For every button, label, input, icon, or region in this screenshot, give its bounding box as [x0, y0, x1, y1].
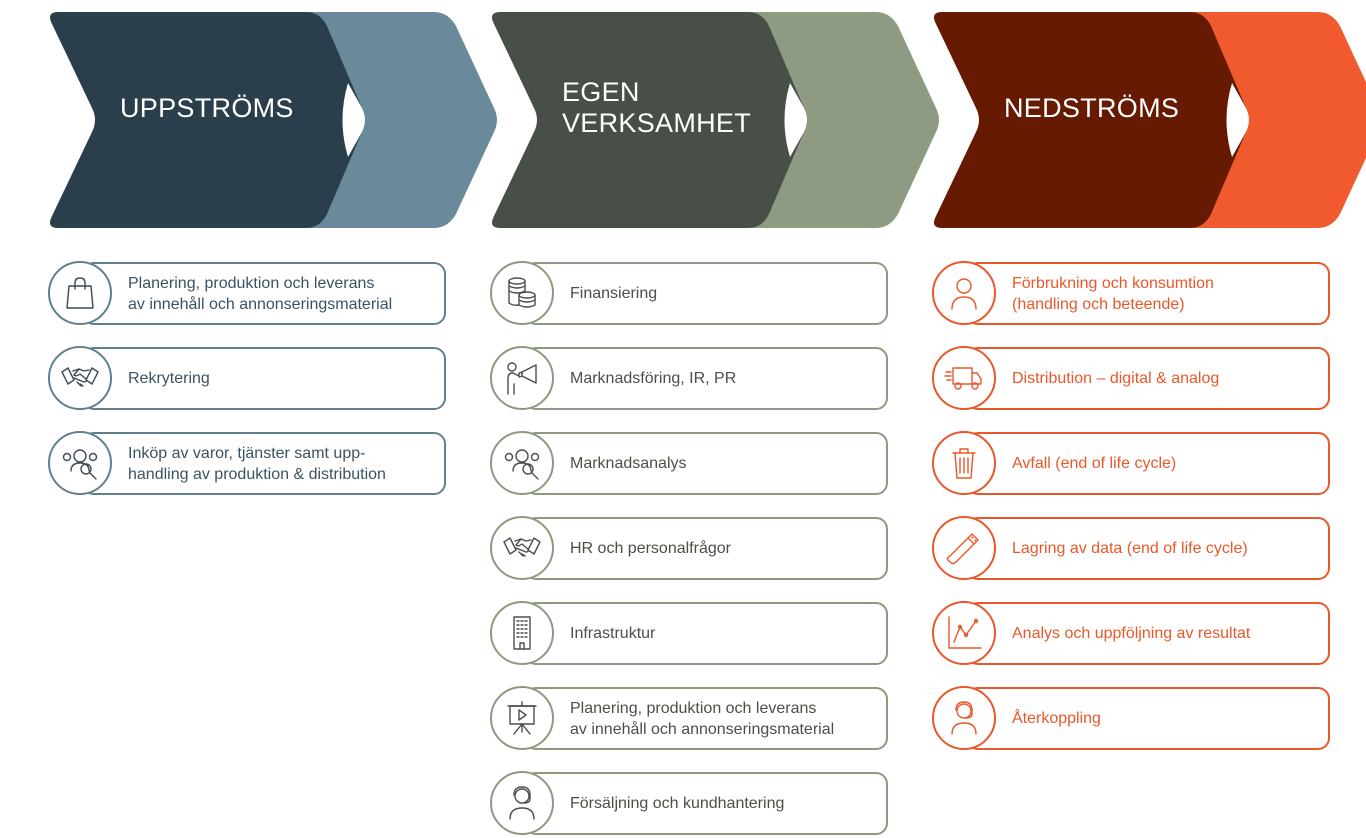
shopping-bag-icon	[66, 277, 94, 309]
list-item: Marknadsföring, IR, PR	[490, 346, 888, 410]
list-item: Återkoppling	[932, 686, 1330, 750]
upstream-title: UPPSTRÖMS	[120, 92, 294, 123]
item-label: Finansiering	[570, 285, 658, 302]
item-label: Distribution – digital & analog	[1012, 370, 1220, 387]
item-label: Infrastruktur	[570, 625, 656, 642]
icon-circle	[48, 261, 112, 325]
list-item: Rekrytering	[48, 346, 446, 410]
people-search-icon	[62, 449, 98, 480]
list-item: Lagring av data (end of life cycle)	[932, 516, 1330, 580]
megaphone-icon	[507, 362, 537, 395]
item-label: Planering, produktion och leverans av in…	[128, 274, 393, 313]
list-item: Avfall (end of life cycle)	[932, 431, 1330, 495]
headset-icon	[509, 786, 535, 820]
headset-icon	[951, 701, 977, 735]
icon-circle	[490, 261, 554, 325]
list-item: Planering, produktion och leverans av in…	[490, 686, 888, 750]
item-label: Rekrytering	[128, 370, 210, 387]
list-item: Förbrukning och konsumtion (handling och…	[932, 261, 1330, 325]
downstream-column: NEDSTRÖMS Förbrukning och konsumtion (ha…	[928, 0, 1366, 838]
own-operations-column: EGEN VERKSAMHET Finansiering Marknadsför…	[486, 0, 946, 838]
icon-circle	[48, 346, 112, 410]
list-item: Infrastruktur	[490, 601, 888, 665]
list-item: Analys och uppföljning av resultat	[932, 601, 1330, 665]
icon-circle	[48, 431, 112, 495]
handshake-icon	[503, 537, 541, 557]
item-label: Avfall (end of life cycle)	[1012, 455, 1177, 472]
upstream-chevron	[50, 12, 497, 228]
icon-circle	[932, 686, 996, 750]
line-chart-icon	[948, 616, 982, 649]
icon-circle	[932, 261, 996, 325]
people-search-icon	[504, 449, 540, 480]
item-label: Planering, produktion och leverans av in…	[570, 699, 835, 738]
item-label: Lagring av data (end of life cycle)	[1012, 540, 1248, 557]
coins-icon	[508, 277, 536, 308]
downstream-chevron	[934, 12, 1366, 228]
handshake-icon	[61, 367, 99, 387]
item-label: Analys och uppföljning av resultat	[1012, 625, 1251, 642]
item-label: Försäljning och kundhantering	[570, 795, 785, 812]
item-label: Marknadsföring, IR, PR	[570, 370, 737, 387]
list-item: Planering, produktion och leverans av in…	[48, 261, 446, 325]
icon-circle	[932, 346, 996, 410]
icon-circle	[490, 686, 554, 750]
list-item: Marknadsanalys	[490, 431, 888, 495]
list-item: Distribution – digital & analog	[932, 346, 1330, 410]
list-item: HR och personalfrågor	[490, 516, 888, 580]
downstream-title: NEDSTRÖMS	[1004, 92, 1180, 123]
own-operations-title: EGEN VERKSAMHET	[562, 77, 752, 138]
item-label: HR och personalfrågor	[570, 540, 731, 557]
building-icon	[513, 616, 531, 650]
list-item: Inköp av varor, tjänster samt upp- handl…	[48, 431, 446, 495]
icon-circle	[490, 431, 554, 495]
trash-icon	[952, 448, 976, 479]
presentation-icon	[507, 701, 537, 735]
icon-circle	[932, 516, 996, 580]
usb-drive-icon	[946, 533, 979, 565]
upstream-column: UPPSTRÖMS Planering, produktion och leve…	[44, 0, 504, 838]
icon-circle	[490, 771, 554, 835]
item-label: Marknadsanalys	[570, 455, 687, 472]
item-label: Inköp av varor, tjänster samt upp- handl…	[128, 444, 386, 483]
icon-circle	[932, 431, 996, 495]
list-item: Försäljning och kundhantering	[490, 771, 888, 835]
icon-circle	[490, 516, 554, 580]
person-icon	[951, 278, 977, 310]
item-label: Återkoppling	[1012, 710, 1101, 727]
item-label: Förbrukning och konsumtion (handling och…	[1012, 274, 1214, 313]
icon-circle	[490, 346, 554, 410]
icon-circle	[490, 601, 554, 665]
list-item: Finansiering	[490, 261, 888, 325]
icon-circle	[932, 601, 996, 665]
truck-icon	[944, 367, 982, 390]
own-operations-chevron	[492, 12, 939, 228]
